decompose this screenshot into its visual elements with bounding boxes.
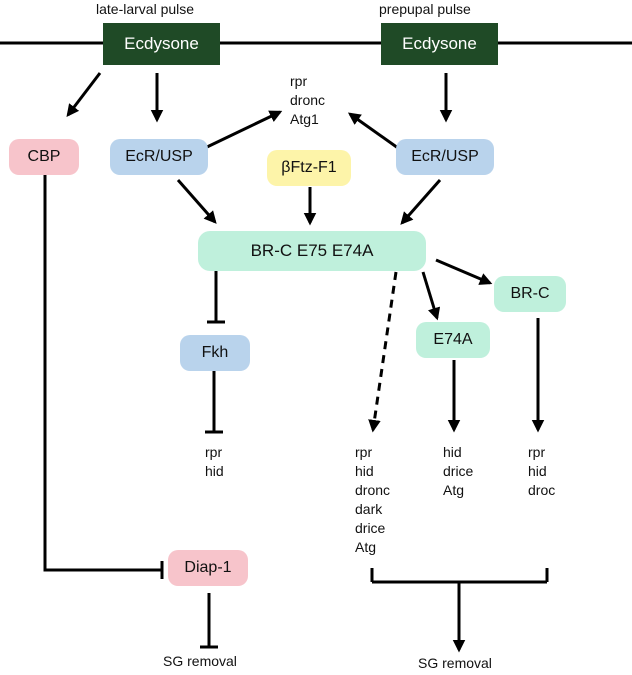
inhibit-cbp-to-diap1 bbox=[43, 170, 162, 572]
gene-label: dronc bbox=[355, 482, 391, 498]
arrow-brc-e75-e74a-to-e74a bbox=[421, 271, 441, 321]
diap1-node: Diap-1 bbox=[168, 550, 248, 586]
gene-label: dronc bbox=[290, 92, 326, 108]
fkh-target-gene-list: rpr hid bbox=[205, 443, 224, 481]
gene-label: hid bbox=[528, 463, 547, 479]
sg-removal-right-label: SG removal bbox=[418, 655, 492, 671]
gene-label: drice bbox=[355, 520, 386, 536]
gene-label: hid bbox=[443, 444, 462, 460]
gene-label: Atg bbox=[443, 482, 465, 498]
brc-target-gene-list: rpr hid droc bbox=[528, 443, 555, 500]
brc-e75-e74a-node: BR-C E75 E74A bbox=[198, 231, 426, 271]
ecdysone-node-prepupal: Ecdysone bbox=[381, 23, 498, 65]
gene-label: rpr bbox=[528, 444, 546, 460]
prepupal-pulse-label: prepupal pulse bbox=[379, 1, 471, 17]
arrow-ecr-usp-2-to-brc-e75-e74a bbox=[400, 179, 442, 225]
gene-label: hid bbox=[205, 463, 224, 479]
top-gene-list: rpr dronc Atg1 bbox=[290, 72, 325, 129]
brc-node: BR-C bbox=[494, 276, 566, 312]
gene-label: rpr bbox=[355, 444, 373, 460]
dashed-target-gene-list: rpr hid dronc dark drice Atg bbox=[355, 443, 390, 557]
gene-label: rpr bbox=[290, 73, 308, 89]
arrow-ecr-usp-2-to-top-genes bbox=[347, 112, 399, 150]
gene-label: dark bbox=[355, 501, 383, 517]
e74a-target-gene-list: hid drice Atg bbox=[443, 443, 473, 500]
bftz-f1-node: βFtz-F1 bbox=[267, 150, 351, 186]
arrow-brc-e75-e74a-to-brc bbox=[435, 258, 493, 285]
gene-label: Atg bbox=[355, 539, 377, 555]
fkh-node: Fkh bbox=[180, 335, 250, 371]
ecr-usp-node-1: EcR/USP bbox=[110, 139, 208, 175]
ecr-usp-node-2: EcR/USP bbox=[396, 139, 494, 175]
arrow-ecr-usp-1-to-top-genes bbox=[206, 110, 283, 149]
dashed-arrow-brc-e75-e74a-to-genes bbox=[368, 271, 398, 433]
gene-label: Atg1 bbox=[290, 111, 319, 127]
late-larval-pulse-label: late-larval pulse bbox=[96, 1, 195, 17]
arrow-ecdysone-to-cbp bbox=[66, 72, 102, 118]
gene-label: drice bbox=[443, 463, 474, 479]
gene-label: droc bbox=[528, 482, 556, 498]
ecdysone-node-late-larval: Ecdysone bbox=[103, 23, 220, 65]
e74a-node: E74A bbox=[416, 322, 490, 358]
arrow-ecr-usp-1-to-brc-e75-e74a bbox=[176, 179, 217, 224]
cbp-node: CBP bbox=[9, 139, 79, 175]
gene-label: hid bbox=[355, 463, 374, 479]
gene-label: rpr bbox=[205, 444, 223, 460]
sg-removal-left-label: SG removal bbox=[163, 653, 237, 669]
